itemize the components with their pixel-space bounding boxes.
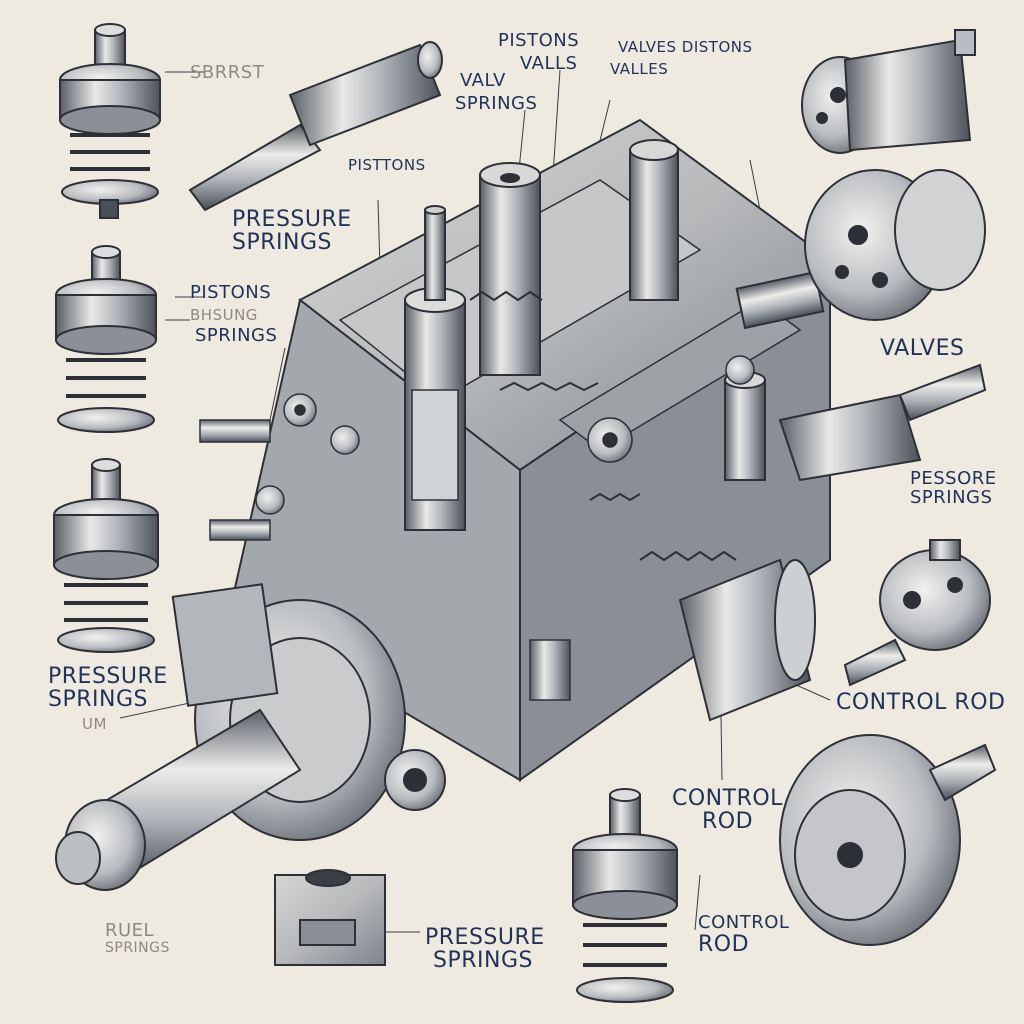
label-springs-mid: SPRINGS [195, 325, 278, 346]
label-um: UM [82, 715, 107, 733]
label-valves-distons: VALVES DISTONS [618, 38, 753, 56]
label-pistions: PISTTONS [348, 156, 426, 174]
spring-assembly-bottom [572, 788, 678, 1003]
label-pistons-mid: PISTONS [190, 282, 272, 303]
label-valv: VALV [460, 70, 506, 91]
label-valves-right: VALVES [880, 336, 965, 361]
label-valves-small: VALLES [610, 60, 669, 78]
label-control-rod-mid: CONTROL ROD [672, 786, 783, 835]
drive-flange-right [735, 169, 986, 330]
spring-assembly-left-2 [55, 245, 157, 433]
spring-assembly-left-3 [53, 458, 159, 653]
valve-assembly-top-right [801, 29, 976, 154]
spring-assembly-left-1 [59, 23, 161, 219]
label-ruel-springs: RUEL SPRINGS [105, 920, 170, 956]
body-fittings [199, 355, 755, 701]
injector-rod-top [188, 41, 443, 212]
top-cylinders [404, 139, 766, 531]
label-control-rod-right: CONTROL ROD [836, 690, 1006, 715]
label-pressure-springs-bottom: PRESSURE SPRINGS [425, 925, 545, 974]
label-valls-top: VALLS [520, 53, 578, 74]
label-pistons-top: PISTONS [498, 30, 580, 51]
label-pessore-springs: PESSORE SPRINGS [910, 468, 997, 508]
fuel-block [274, 869, 386, 966]
drive-shaft-front [55, 583, 446, 891]
fitting-right [843, 539, 991, 687]
control-rod-cylinder [678, 558, 816, 722]
body-springs [469, 290, 737, 562]
label-sbrrst: SBRRST [190, 62, 265, 83]
label-control-rod-bottom: CONTROL ROD [698, 912, 790, 957]
label-pressure-springs-left: PRESSURE SPRINGS [232, 207, 352, 256]
label-springs-top: SPRINGS [455, 93, 538, 114]
rod-right-middle [778, 363, 987, 482]
flange-bottom-right [779, 734, 997, 946]
label-pressure-springs-lower: PRESSURE SPRINGS [48, 664, 168, 713]
label-bhsung: BHSUNG [190, 306, 258, 324]
